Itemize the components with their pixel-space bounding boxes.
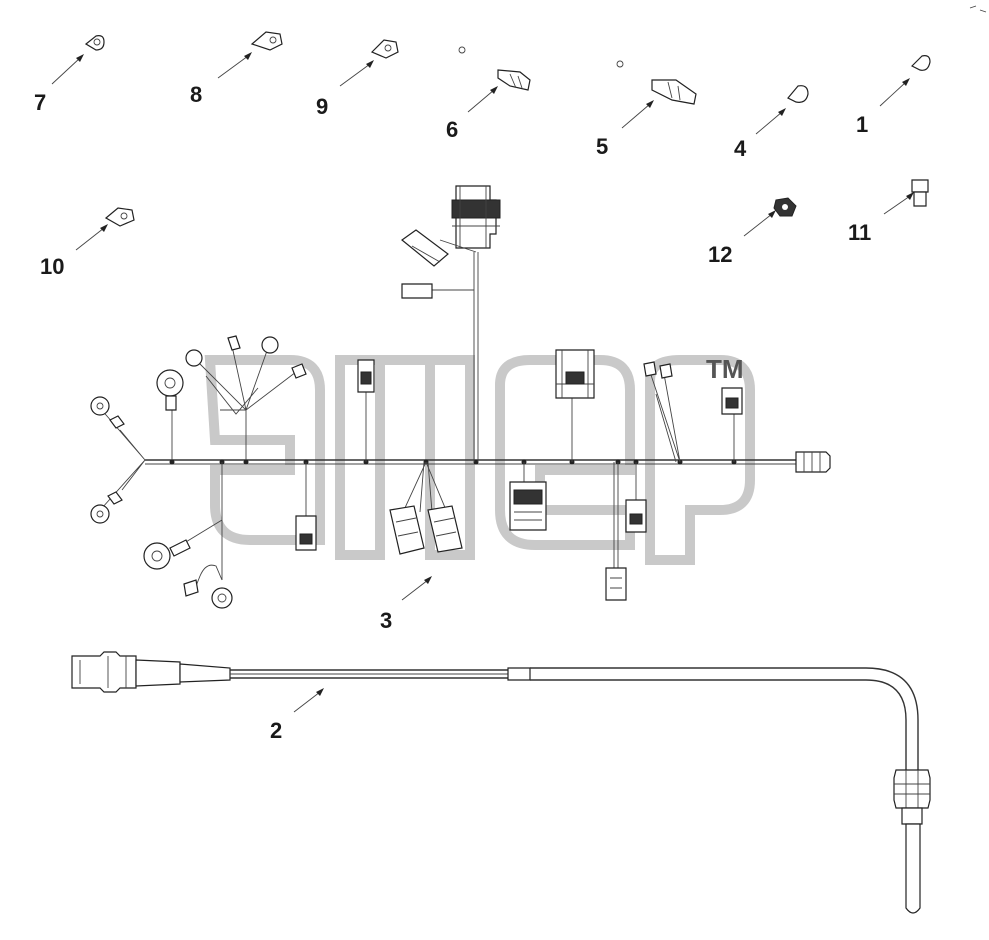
part-11-bolt: [911, 179, 929, 207]
callout-label-3: 3: [380, 608, 392, 633]
callout-2: 2: [270, 688, 324, 743]
part-5-temperature-sensor: [616, 60, 697, 105]
callout-9: 9: [316, 60, 374, 119]
part-2-cable-sensor: [71, 651, 931, 914]
callout-label-7: 7: [34, 90, 46, 115]
trademark-label: TM: [706, 354, 744, 384]
callout-label-2: 2: [270, 718, 282, 743]
watermark: TM: [204, 354, 755, 565]
part-9-crimp-terminal: [370, 39, 399, 59]
part-7-ring-terminal: [84, 35, 105, 51]
callout-1: 1: [856, 78, 910, 137]
callout-label-4: 4: [734, 136, 747, 161]
callout-3: 3: [380, 576, 432, 633]
part-4-ring-terminal: [787, 85, 809, 103]
callout-11: 11: [848, 192, 914, 245]
part-3-wiring-harness: [90, 185, 831, 609]
callout-10: 10: [40, 224, 108, 279]
callout-label-5: 5: [596, 134, 608, 159]
callout-label-1: 1: [856, 112, 868, 137]
part-1-ring-terminal: [910, 55, 931, 71]
callout-label-11: 11: [848, 220, 871, 245]
part-8-crimp-terminal: [250, 31, 283, 51]
callout-8: 8: [190, 52, 252, 107]
part-10-crimp-terminal: [104, 207, 135, 227]
callout-7: 7: [34, 54, 84, 115]
callouts: 7 8 9 6 5 4 1: [34, 52, 914, 743]
callout-5: 5: [596, 100, 654, 159]
part-12-nut: [773, 197, 797, 217]
callout-label-12: 12: [708, 242, 732, 267]
callout-label-10: 10: [40, 254, 64, 279]
small-mark-top-right: [969, 5, 987, 13]
callout-label-8: 8: [190, 82, 202, 107]
callout-label-6: 6: [446, 117, 458, 142]
callout-6: 6: [446, 86, 498, 142]
callout-4: 4: [734, 108, 786, 161]
callout-label-9: 9: [316, 94, 328, 119]
part-6-pressure-sensor: [458, 46, 531, 91]
callout-12: 12: [708, 210, 776, 267]
